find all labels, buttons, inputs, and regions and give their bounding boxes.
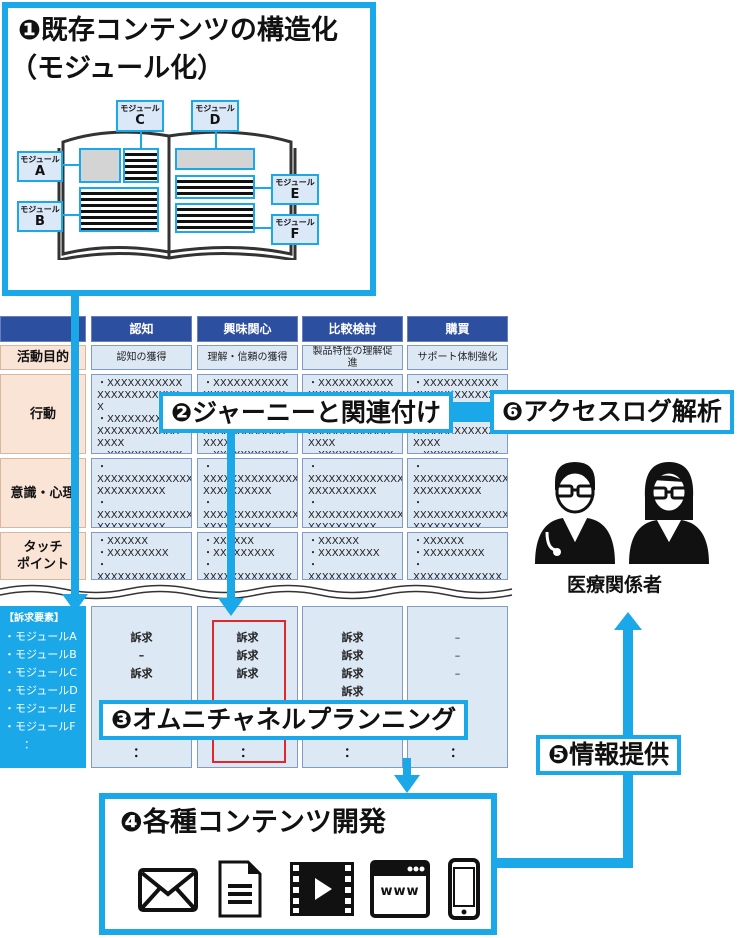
doctor-male-icon [535, 462, 615, 564]
video-icon [290, 862, 354, 916]
appeal-item: ・モジュールD [4, 684, 78, 697]
header-awareness: 認知 [91, 316, 192, 342]
arrow-step2-down [227, 432, 235, 600]
dots: ： [450, 746, 464, 761]
mind-cell: ・XXXXXXXXXXXXXX XXXXXXXXXX ・XXXXXXXXXXXX… [302, 458, 403, 528]
arrow-step5-horizontal [495, 858, 633, 868]
arrow-head [62, 594, 88, 612]
document-icon [218, 860, 262, 918]
step5-callout: ❺情報提供 [536, 735, 682, 775]
connector-d [215, 132, 217, 150]
doctor-female-icon [629, 462, 709, 564]
action-cell: ・XXXXXXXXXXXXXXXXXXXXXXXX ・XXXXXXXXXXXXX… [91, 374, 192, 454]
dots: ： [344, 746, 358, 761]
step2-callout: ❷ジャーニーと関連付け [159, 392, 453, 433]
appeal-elements-panel: 【訴求要素】 ・モジュールA ・モジュールB ・モジュールC ・モジュールD ・… [0, 606, 86, 768]
step6-callout: ❻アクセスログ解析 [490, 390, 734, 434]
appeal-title: 【訴求要素】 [4, 613, 64, 624]
appeal-item: ・モジュールC [4, 666, 77, 679]
purpose-cell: 認知の獲得 [91, 345, 192, 370]
mail-icon [138, 868, 198, 912]
step4-title: ❹各種コンテンツ開発 [120, 807, 386, 838]
connector-e [253, 187, 273, 189]
arrow-head [218, 598, 244, 616]
appeal-item: ・モジュールB [4, 648, 77, 661]
appeal-item: ・モジュールE [4, 702, 77, 715]
dots: ： [133, 746, 147, 761]
step1-subtitle: （モジュール化） [10, 53, 225, 84]
arrow-head [394, 775, 420, 793]
appeal-cell-awareness: 訴求–訴求 [91, 606, 192, 768]
people-label: 医療関係者 [567, 574, 663, 596]
web-icon [370, 860, 430, 918]
module-d-block [175, 148, 255, 170]
touchpoint-cell: ・XXXXXX ・XXXXXXXXX ・XXXXXXXXXXXXX ・XXXX [197, 532, 298, 580]
appeal-cell-comparison: 訴求訴求訴求訴求 [302, 606, 403, 768]
web-icon-label: www [380, 884, 420, 899]
smartphone-icon [448, 858, 480, 920]
purpose-cell: 理解・信頼の獲得 [197, 345, 298, 370]
arrow-step3-down [403, 758, 411, 776]
step1-title: ❶既存コンテンツの構造化 [18, 15, 338, 46]
purpose-cell: サポート体制強化 [407, 345, 508, 370]
appeal-cell-purchase: ––– [407, 606, 508, 768]
step3-callout: ❸オムニチャネルプランニング [99, 700, 469, 740]
mind-cell: ・XXXXXXXXXXXXXX XXXXXXXXXX ・XXXXXXXXXXXX… [197, 458, 298, 528]
connector-a [63, 164, 81, 166]
connector-f [253, 227, 273, 229]
mind-cell: ・XXXXXXXXXXXXXX XXXXXXXXXX ・XXXXXXXXXXXX… [407, 458, 508, 528]
touchpoint-cell: ・XXXXXX ・XXXXXXXXX ・XXXXXXXXXXXXX ・XXXX [91, 532, 192, 580]
mind-cell: ・XXXXXXXXXXXXXX XXXXXXXXXX ・XXXXXXXXXXXX… [91, 458, 192, 528]
appeal-item: ・モジュールF [4, 720, 76, 733]
module-e-block [175, 175, 255, 199]
connector-b [63, 214, 81, 216]
arrow-head [614, 612, 642, 630]
touchpoint-cell: ・XXXXXX ・XXXXXXXXX ・XXXXXXXXXXXXX ・XXXX [407, 532, 508, 580]
dots: ： [240, 746, 254, 761]
module-f-block [175, 203, 255, 233]
connector-c [140, 132, 142, 150]
header-comparison: 比較検討 [302, 316, 403, 342]
module-b-block [79, 187, 159, 232]
header-interest: 興味関心 [197, 316, 298, 342]
module-c-block [123, 148, 159, 183]
purpose-cell: 製品特性の理解促進 [302, 345, 403, 370]
arrow-step1-down [71, 296, 79, 596]
highlight-frame [212, 620, 286, 763]
appeal-item: ： [24, 738, 35, 751]
module-a-block [79, 148, 121, 183]
appeal-item: ・モジュールA [4, 630, 77, 643]
touchpoint-cell: ・XXXXXX ・XXXXXXXXX ・XXXXXXXXXXXXX ・XXXX [302, 532, 403, 580]
header-purchase: 購買 [407, 316, 508, 342]
